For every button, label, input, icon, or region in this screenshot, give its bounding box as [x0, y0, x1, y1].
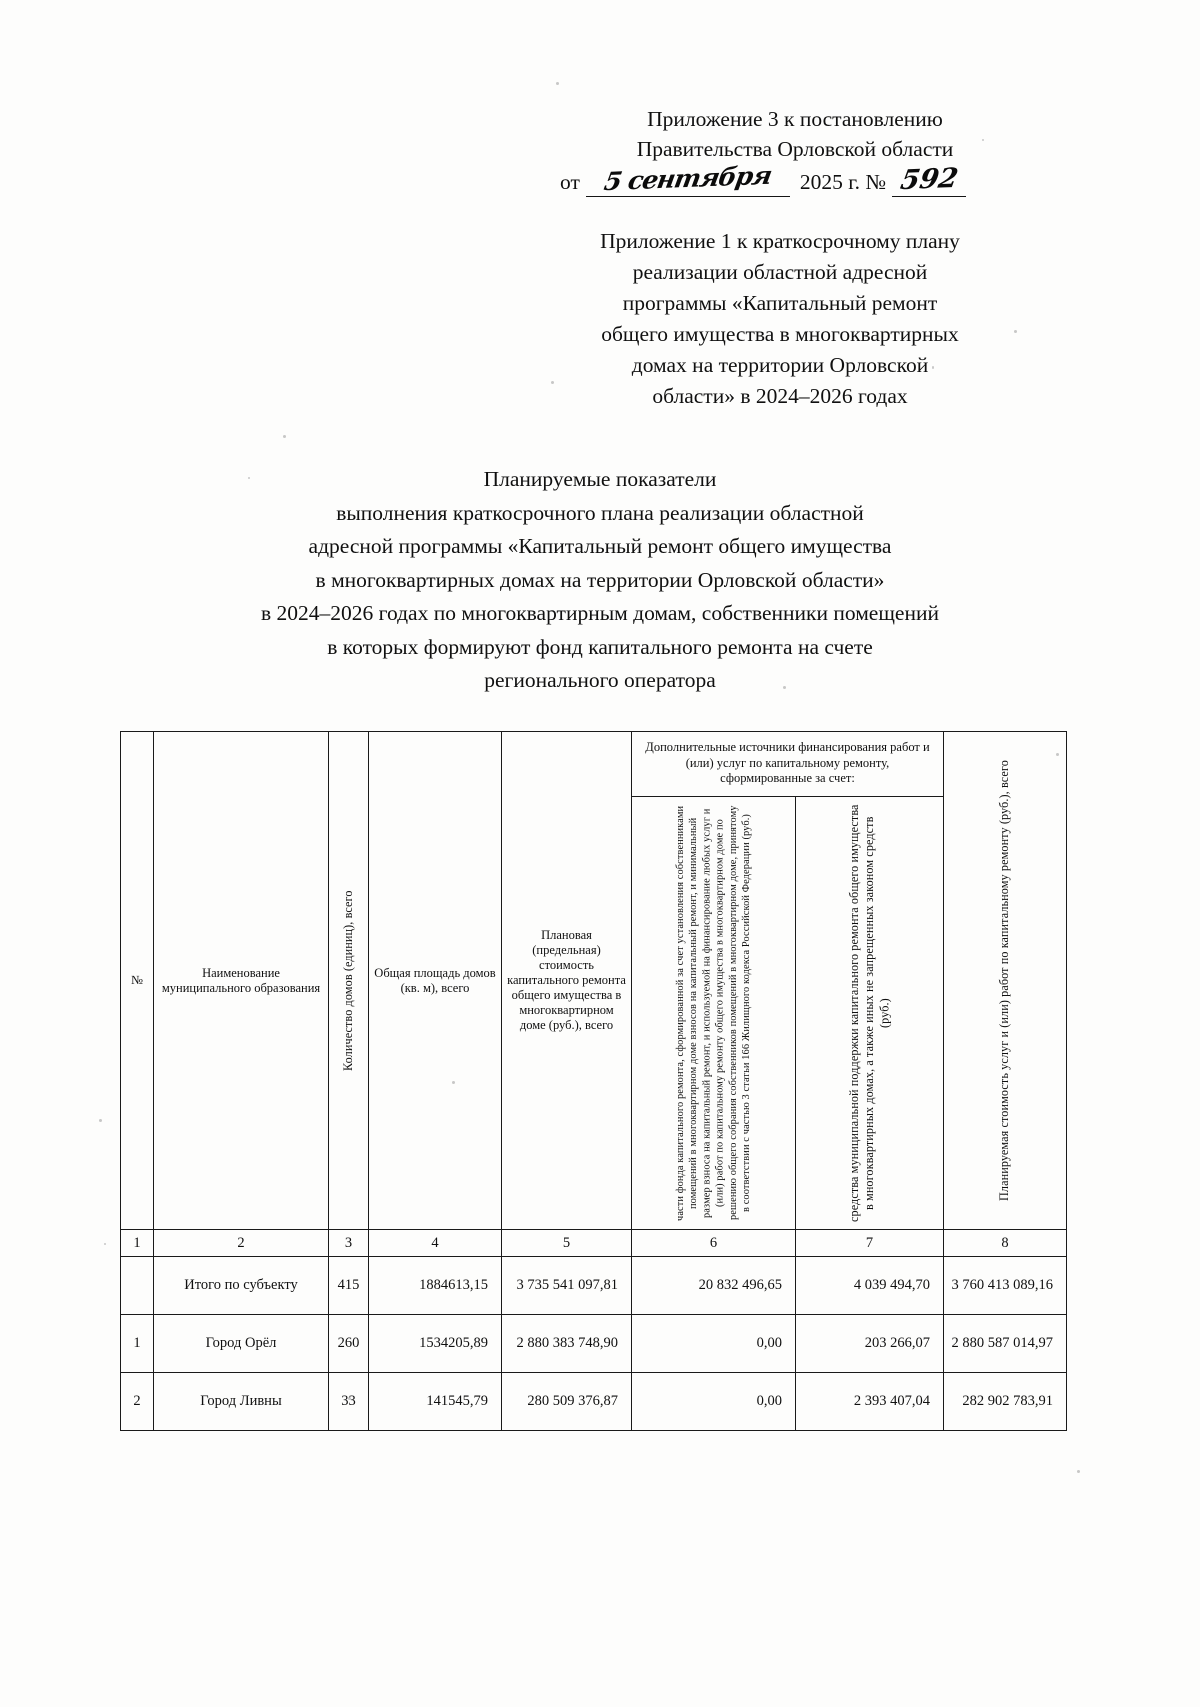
table-group-header-row: № Наименование муниципального образовани… — [120, 731, 1067, 1230]
row-planned-cost: 2 880 383 748,90 — [501, 1314, 632, 1373]
indicators-table-wrapper: № Наименование муниципального образовани… — [120, 731, 1067, 1431]
row-municipal-support: 2 393 407,04 — [795, 1372, 944, 1431]
header-col-5: Плановая (предельная) стоимость капиталь… — [501, 731, 632, 1230]
row-house-count: 260 — [328, 1314, 369, 1373]
handwritten-decree-number: 592 — [897, 162, 961, 197]
scan-speck — [104, 1243, 106, 1245]
scan-speck — [551, 381, 554, 384]
doc-title-line-7: регионального оператора — [484, 668, 716, 692]
header-col-5-label: Плановая (предельная) стоимость капиталь… — [507, 928, 626, 1032]
row-planned-cost: 280 509 376,87 — [501, 1372, 632, 1431]
row-municipality: Город Орёл — [153, 1314, 329, 1373]
column-number-6: 6 — [631, 1229, 796, 1257]
row-house-count: 415 — [328, 1256, 369, 1315]
scan-speck — [283, 435, 286, 438]
header-col-6-label: части фонда капитального ремонта, сформи… — [674, 805, 752, 1221]
column-number-7: 7 — [795, 1229, 944, 1257]
handwritten-date: 5 сентября — [602, 160, 774, 197]
scan-speck — [932, 366, 934, 369]
column-number-2: 2 — [153, 1229, 329, 1257]
doc-title-line-2: выполнения краткосрочного плана реализац… — [336, 500, 864, 525]
header-col-8-label: Планируемая стоимость услуг и (или) рабо… — [997, 760, 1012, 1201]
header-group-additional-sources: Дополнительные источники финансирования … — [631, 731, 944, 797]
row-number: 2 — [120, 1372, 154, 1431]
header-col-2-label: Наименование муниципального образования — [161, 965, 321, 995]
column-number-3: 3 — [328, 1229, 369, 1257]
row-fund-part: 0,00 — [631, 1314, 796, 1373]
column-number-8: 8 — [943, 1229, 1067, 1257]
row-house-count: 33 — [328, 1372, 369, 1431]
header-col-1: № — [120, 731, 154, 1230]
scan-speck — [982, 139, 984, 141]
doc-title-line-1: Планируемые показатели — [483, 467, 717, 491]
header-col-7: средства муниципальной поддержки капитал… — [795, 796, 944, 1230]
row-municipal-support: 4 039 494,70 — [795, 1256, 944, 1315]
handwritten-number-slot: 592 — [891, 162, 966, 197]
scan-speck — [99, 1119, 102, 1122]
row-number: 1 — [120, 1314, 154, 1373]
doc-title-line-6: в которых формируют фонд капитального ре… — [327, 634, 873, 659]
page-title: Планируемые показатели выполнения кратко… — [120, 463, 1080, 698]
header-col-4: Общая площадь домов (кв. м), всего — [368, 731, 502, 1230]
decree-date-line: от 5 сентября 2025 г. № 592 — [560, 160, 1040, 197]
date-from-label: от — [560, 170, 580, 194]
row-total-cost: 3 760 413 089,16 — [943, 1256, 1067, 1315]
doc-title-line-3: адресной программы «Капитальный ремонт о… — [308, 534, 892, 558]
decree-year-label: 2025 г. № — [799, 170, 886, 194]
appendix-ref-line-1: Приложение 3 к постановлению — [647, 107, 943, 131]
scan-speck — [1077, 1470, 1080, 1473]
row-total-area: 141545,79 — [368, 1372, 502, 1431]
table-head: № Наименование муниципального образовани… — [120, 731, 1067, 1257]
indicators-table: № Наименование муниципального образовани… — [120, 731, 1067, 1431]
handwritten-date-slot: 5 сентября — [585, 160, 790, 197]
scan-speck — [744, 616, 746, 618]
appendix-sub-reference: Приложение 1 к краткосрочному плану реал… — [520, 226, 1040, 412]
appendix-sub-line-4: общего имущества в многоквартирных — [601, 322, 959, 346]
table-row: Итого по субъекту 415 1884613,15 3 735 5… — [120, 1256, 1067, 1315]
table-body: Итого по субъекту 415 1884613,15 3 735 5… — [120, 1256, 1067, 1431]
appendix-sub-line-2: реализации областной адресной — [632, 260, 928, 284]
scan-speck — [248, 477, 250, 479]
header-col-1-label: № — [131, 973, 143, 987]
column-number-1: 1 — [120, 1229, 154, 1257]
header-col-2: Наименование муниципального образования — [153, 731, 329, 1230]
column-number-4: 4 — [368, 1229, 502, 1257]
row-municipality: Итого по субъекту — [153, 1256, 329, 1315]
scan-speck — [556, 82, 559, 85]
row-municipal-support: 203 266,07 — [795, 1314, 944, 1373]
row-fund-part: 0,00 — [631, 1372, 796, 1431]
row-total-area: 1884613,15 — [368, 1256, 502, 1315]
header-col-7-label: средства муниципальной поддержки капитал… — [846, 804, 892, 1222]
table-subheader-row: части фонда капитального ремонта, сформи… — [121, 796, 1067, 1230]
appendix-sub-line-5: домах на территории Орловской — [631, 353, 929, 377]
doc-title-line-4: в многоквартирных домах на территории Ор… — [315, 567, 885, 592]
doc-title-line-5: в 2024–2026 годах по многоквартирным дом… — [261, 601, 939, 625]
header-col-3: Количество домов (единиц), всего — [328, 731, 369, 1230]
header-col-3-label: Количество домов (единиц), всего — [340, 890, 355, 1071]
appendix-sub-line-1: Приложение 1 к краткосрочному плану — [600, 229, 960, 253]
header-col-6: части фонда капитального ремонта, сформи… — [631, 796, 796, 1230]
row-total-cost: 2 880 587 014,97 — [943, 1314, 1067, 1373]
header-col-4-label: Общая площадь домов (кв. м), всего — [374, 965, 496, 995]
row-total-cost: 282 902 783,91 — [943, 1372, 1067, 1431]
header-col-8: Планируемая стоимость услуг и (или) рабо… — [943, 731, 1067, 1230]
row-planned-cost: 3 735 541 097,81 — [501, 1256, 632, 1315]
appendix-reference: Приложение 3 к постановлению Правительст… — [560, 104, 1030, 164]
row-fund-part: 20 832 496,65 — [631, 1256, 796, 1315]
scan-speck — [1014, 330, 1017, 333]
scan-speck — [783, 686, 786, 689]
appendix-sub-line-6: области» в 2024–2026 годах — [652, 384, 908, 408]
column-number-5: 5 — [501, 1229, 632, 1257]
row-number — [120, 1256, 154, 1315]
appendix-ref-line-2: Правительства Орловской области — [636, 137, 954, 161]
row-municipality: Город Ливны — [153, 1372, 329, 1431]
table-column-number-row: 1 2 3 4 5 6 7 8 — [120, 1229, 1067, 1257]
table-row: 1 Город Орёл 260 1534205,89 2 880 383 74… — [120, 1314, 1067, 1373]
appendix-sub-line-3: программы «Капитальный ремонт — [622, 291, 938, 315]
row-total-area: 1534205,89 — [368, 1314, 502, 1373]
table-row: 2 Город Ливны 33 141545,79 280 509 376,8… — [120, 1372, 1067, 1431]
